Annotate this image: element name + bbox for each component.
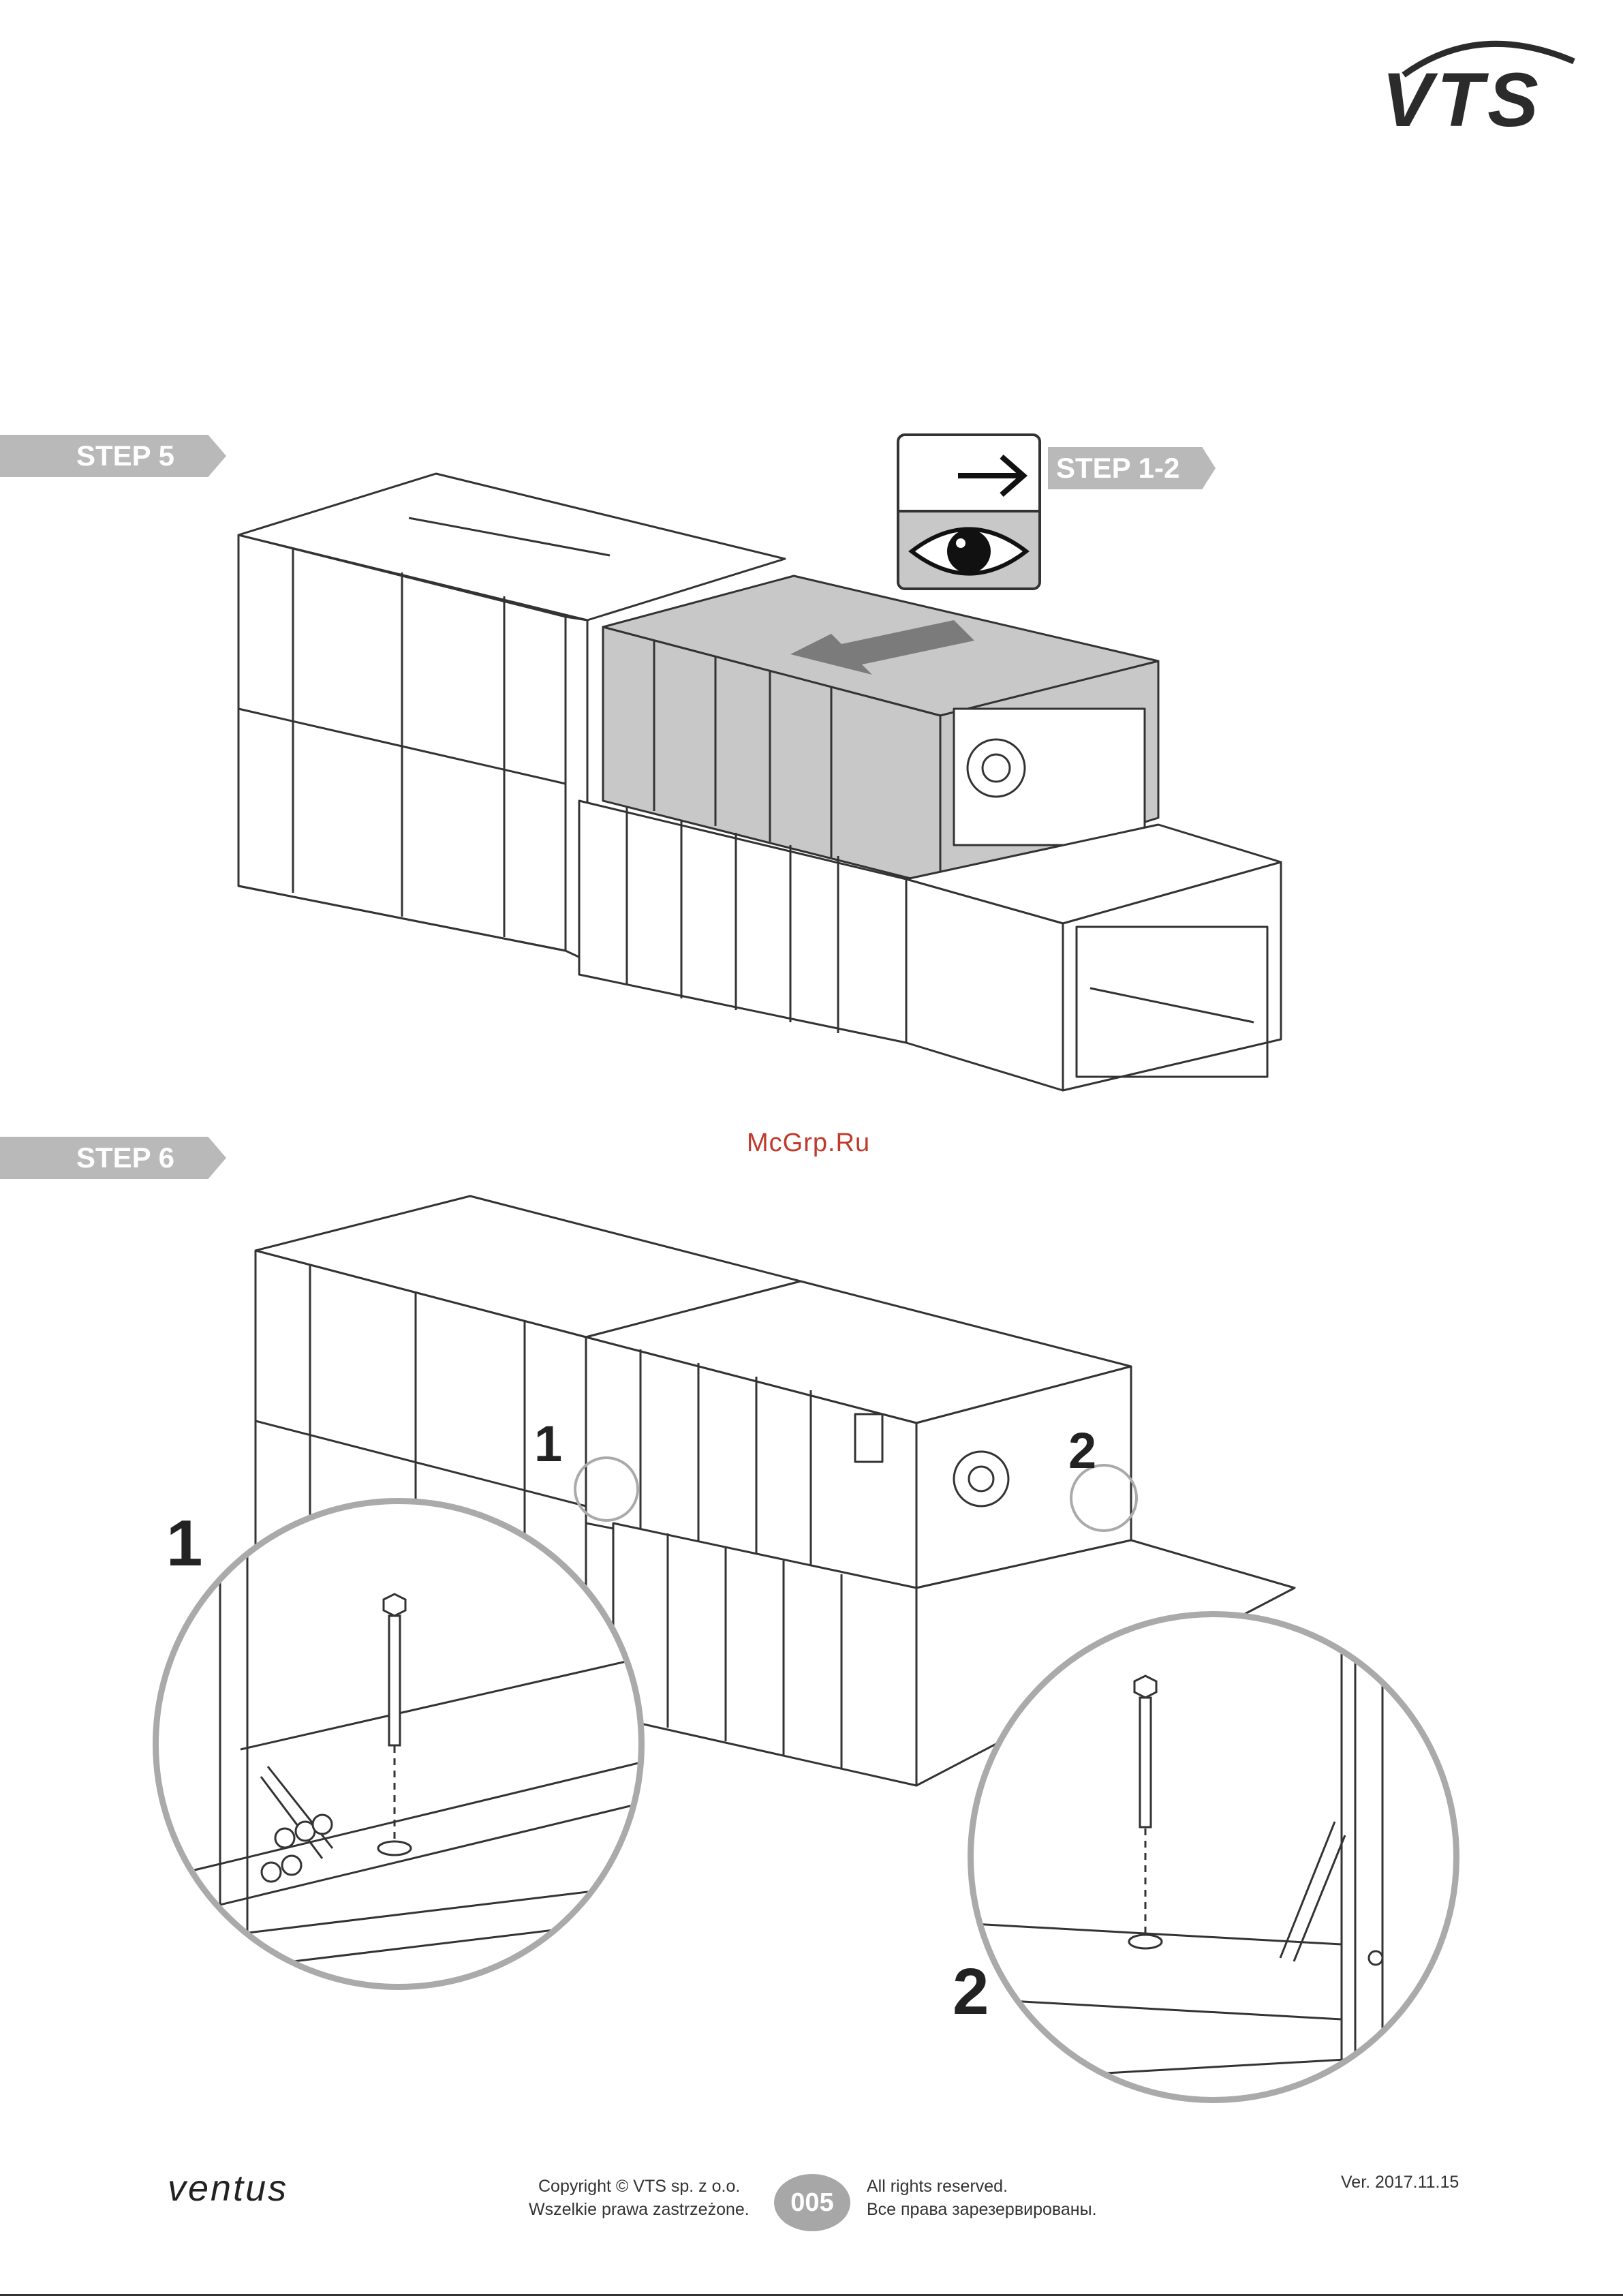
version: Ver. 2017.11.15 <box>1341 2171 1459 2193</box>
bolt-icon <box>262 1594 411 1882</box>
marker-1: 1 <box>534 1415 562 1473</box>
page-number-badge: 005 <box>774 2174 850 2231</box>
bolt-icon <box>1129 1676 1382 1965</box>
detail-1-number: 1 <box>166 1506 202 1581</box>
copyright-line-1: Copyright © VTS sp. z o.o. <box>538 2175 740 2197</box>
detail-1-drawing <box>159 1504 638 1984</box>
product-logo: ventus <box>168 2167 288 2209</box>
detail-1-magnifier <box>153 1498 645 1990</box>
detail-2-number: 2 <box>953 1955 989 2030</box>
copyright-line-2: Wszelkie prawa zastrzeżone. <box>529 2199 749 2220</box>
rights-line-2: Все права зарезервированы. <box>867 2199 1097 2220</box>
page-number: 005 <box>790 2188 833 2217</box>
detail-2-magnifier <box>968 1611 1459 2103</box>
marker-2: 2 <box>1068 1422 1096 1480</box>
detail-2-drawing <box>974 1617 1453 2097</box>
rights-line-1: All rights reserved. <box>867 2175 1008 2197</box>
